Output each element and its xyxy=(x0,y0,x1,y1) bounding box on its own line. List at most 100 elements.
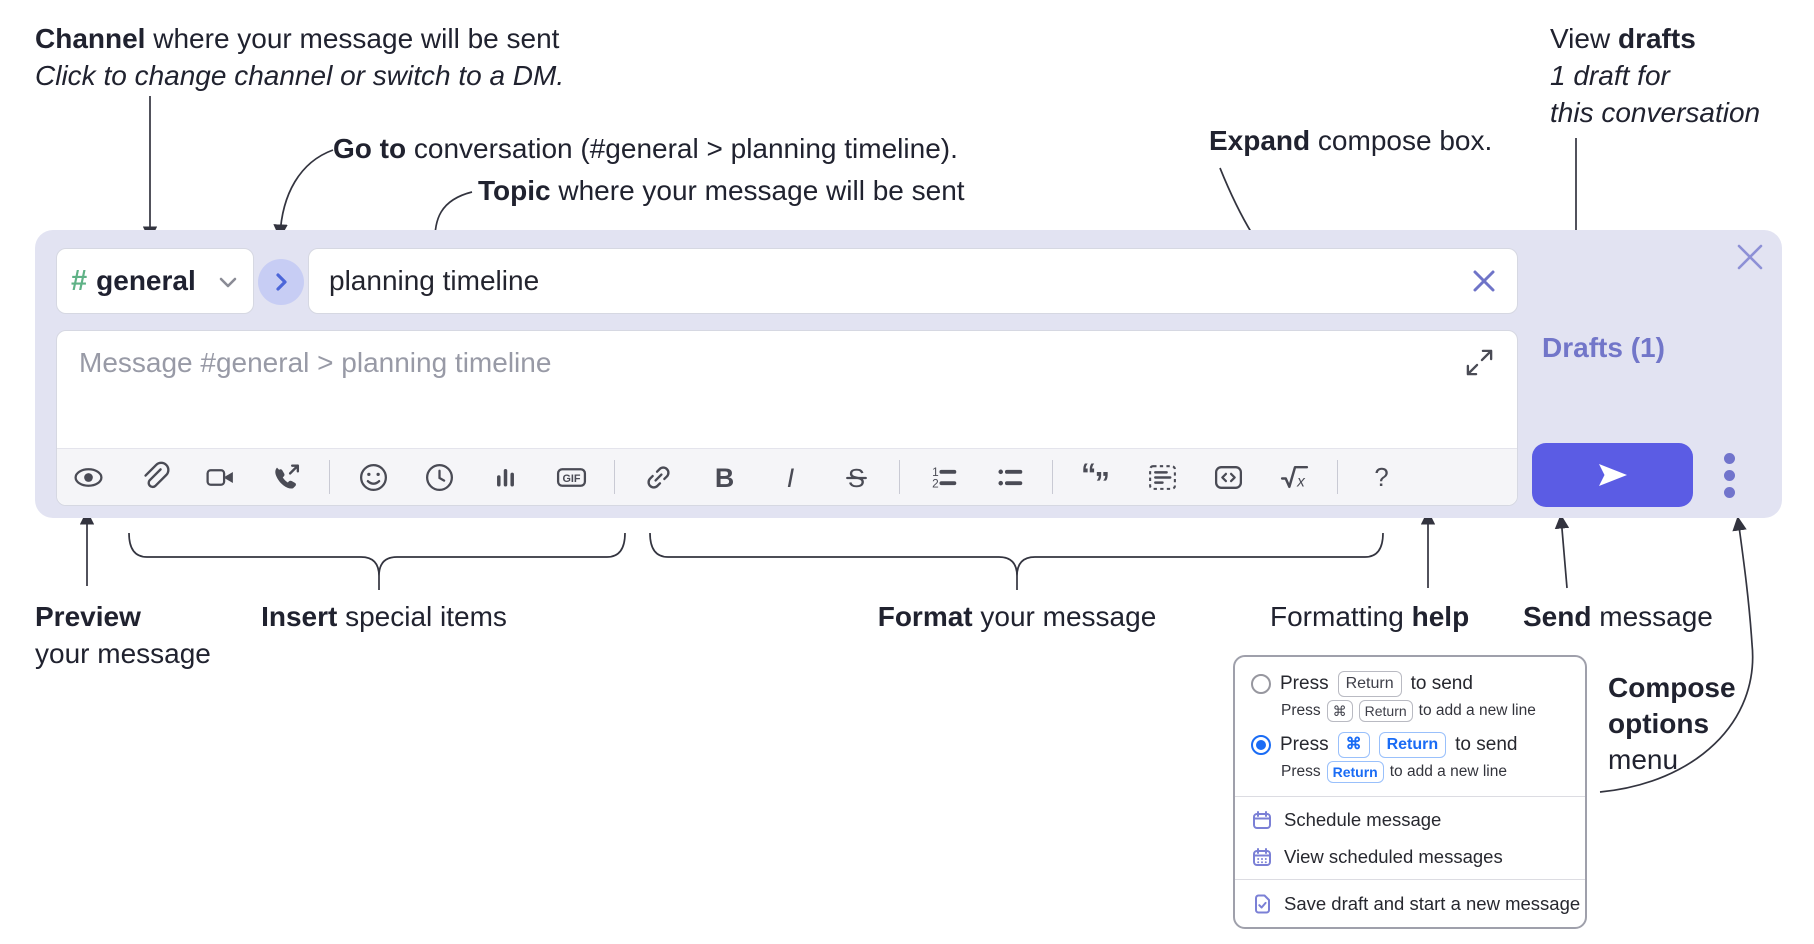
channel-name: general xyxy=(96,265,196,296)
toolbar-divider xyxy=(899,460,900,494)
attach-file-button[interactable] xyxy=(131,454,177,500)
gif-icon: GIF xyxy=(556,467,586,487)
bullet-list-button[interactable] xyxy=(986,454,1032,500)
link-button[interactable] xyxy=(635,454,681,500)
toolbar-divider xyxy=(614,460,615,494)
format-brace xyxy=(649,532,1384,590)
menu-item-save-draft[interactable]: Save draft and start a new message xyxy=(1251,885,1580,922)
toolbar-divider xyxy=(1337,460,1338,494)
bar-chart-icon xyxy=(496,468,514,486)
close-icon xyxy=(1737,244,1763,270)
insert-brace xyxy=(128,532,626,590)
menu-item-schedule-message[interactable]: Schedule message xyxy=(1251,801,1569,838)
send-button[interactable] xyxy=(1532,443,1693,507)
formula-icon: x xyxy=(1280,465,1308,490)
compose-box: # general planning timeline Message #gen… xyxy=(35,230,1782,518)
clear-topic-button[interactable] xyxy=(1471,268,1497,294)
phone-call-icon xyxy=(274,463,299,489)
toolbar-divider xyxy=(1052,460,1053,494)
channel-hash-icon: # xyxy=(71,264,88,297)
send-option-return[interactable]: Press Return to send xyxy=(1251,669,1569,699)
channel-annotation: Channel where your message will be sent … xyxy=(35,23,565,91)
code-icon xyxy=(1214,465,1242,489)
return-keycap: Return xyxy=(1358,700,1413,722)
bullet-list-icon xyxy=(997,469,1022,485)
radio-unselected[interactable] xyxy=(1251,674,1271,694)
formatting-toolbar: GIF B I S xyxy=(57,448,1517,505)
return-keycap: Return xyxy=(1326,761,1384,783)
drafts-link[interactable]: Drafts (1) xyxy=(1542,332,1665,363)
send-preference-section: Press Return to send Press ⌘ Return to a… xyxy=(1235,657,1585,796)
compose-options-menu: Press Return to send Press ⌘ Return to a… xyxy=(1233,655,1587,929)
code-button[interactable] xyxy=(1205,454,1251,500)
return-keycap: Return xyxy=(1337,671,1402,697)
goto-arrow xyxy=(273,149,334,239)
gif-button[interactable]: GIF xyxy=(548,454,594,500)
code-block-button[interactable] xyxy=(1139,454,1185,500)
ordered-list-button[interactable]: 1 2 xyxy=(920,454,966,500)
send-option-cmd-return-hint: Press Return to add a new line xyxy=(1281,760,1569,784)
preview-button[interactable] xyxy=(65,454,111,500)
blockquote-button[interactable]: “ ” xyxy=(1073,454,1119,500)
svg-text:B: B xyxy=(714,462,733,492)
goto-annotation: Go to conversation (#general > planning … xyxy=(333,133,958,164)
svg-text:GIF: GIF xyxy=(562,473,580,485)
bold-button[interactable]: B xyxy=(701,454,747,500)
emoji-button[interactable] xyxy=(350,454,396,500)
close-compose-button[interactable] xyxy=(1735,242,1765,272)
formatting-help-annotation: Formatting help xyxy=(1270,601,1470,632)
italic-icon: I xyxy=(786,462,794,492)
cmd-keycap: ⌘ xyxy=(1337,732,1370,758)
chevron-right-icon xyxy=(276,273,287,291)
message-input[interactable]: Message #general > planning timeline xyxy=(56,330,1518,506)
strikethrough-icon: S xyxy=(845,464,867,492)
svg-text:2: 2 xyxy=(932,476,939,490)
svg-text:?: ? xyxy=(1374,463,1388,491)
strikethrough-button[interactable]: S xyxy=(833,454,879,500)
svg-text:1: 1 xyxy=(932,464,939,478)
send-option-cmd-return[interactable]: Press ⌘ Return to send xyxy=(1251,730,1569,760)
formatting-help-button[interactable]: ? xyxy=(1358,454,1404,500)
view-drafts-annotation: View drafts 1 draft for this conversatio… xyxy=(1550,23,1761,128)
close-icon xyxy=(1473,270,1495,292)
svg-text:x: x xyxy=(1296,473,1306,490)
schedule-calendar-icon xyxy=(1253,810,1271,829)
svg-text:“: “ xyxy=(1081,461,1096,492)
save-draft-icon xyxy=(1255,894,1270,913)
chevron-down-icon xyxy=(217,274,239,292)
return-keycap: Return xyxy=(1378,732,1447,758)
schedule-section: Schedule message View scheduled messages xyxy=(1235,796,1585,879)
formula-button[interactable]: x xyxy=(1271,454,1317,500)
channel-selector[interactable]: # general xyxy=(56,248,254,314)
cmd-keycap: ⌘ xyxy=(1326,700,1353,722)
blockquote-icon: “ ” xyxy=(1081,461,1110,494)
svg-text:I: I xyxy=(786,462,794,492)
expand-icon xyxy=(1466,349,1493,376)
poll-button[interactable] xyxy=(482,454,528,500)
draft-section: Save draft and start a new message xyxy=(1235,879,1585,927)
video-icon xyxy=(205,468,233,486)
clock-icon xyxy=(425,463,453,491)
paperclip-icon xyxy=(143,461,170,488)
menu-item-view-scheduled[interactable]: View scheduled messages xyxy=(1251,838,1569,875)
topic-value: planning timeline xyxy=(329,265,540,296)
topic-input[interactable]: planning timeline xyxy=(308,248,1518,314)
expand-compose-button[interactable] xyxy=(1464,347,1495,378)
recent-button[interactable] xyxy=(416,454,462,500)
emoji-icon xyxy=(359,463,387,491)
go-to-conversation-button[interactable] xyxy=(258,259,304,305)
send-annotation: Send message xyxy=(1523,601,1713,632)
italic-button[interactable]: I xyxy=(767,454,813,500)
eye-icon xyxy=(73,467,103,487)
record-video-button[interactable] xyxy=(197,454,243,500)
compose-options-button[interactable] xyxy=(1709,443,1749,507)
kebab-dot xyxy=(1723,452,1735,464)
radio-selected[interactable] xyxy=(1251,735,1271,755)
insert-annotation: Insert special items xyxy=(261,601,507,632)
ordered-list-icon: 1 2 xyxy=(932,464,956,490)
call-button[interactable] xyxy=(263,454,309,500)
send-option-return-hint: Press ⌘ Return to add a new line xyxy=(1281,699,1569,723)
message-placeholder: Message #general > planning timeline xyxy=(79,347,552,378)
expand-annotation: Expand compose box. xyxy=(1209,125,1493,156)
bold-icon: B xyxy=(714,462,733,492)
